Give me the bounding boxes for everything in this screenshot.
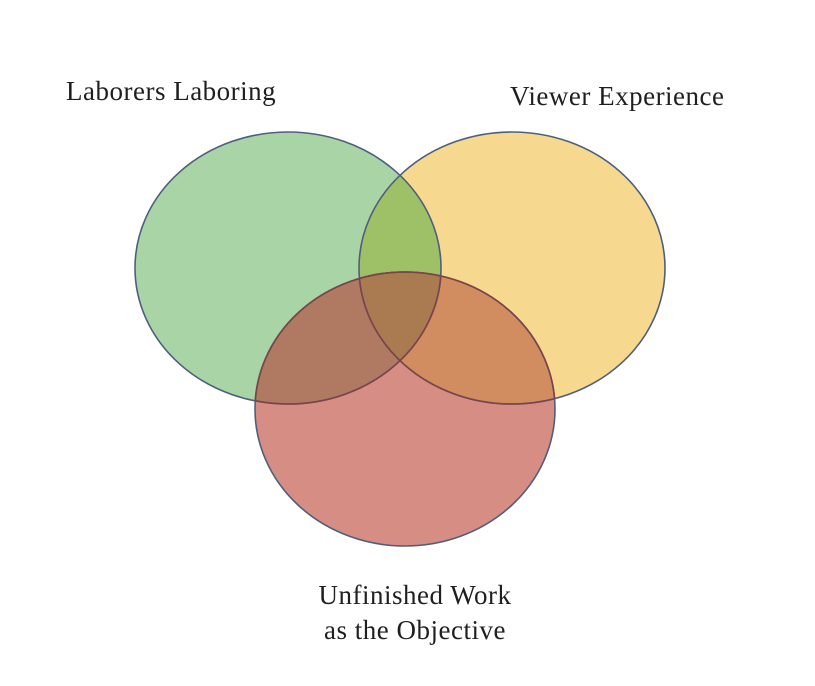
set-label-viewer-experience: Viewer Experience bbox=[510, 81, 725, 111]
set-label-unfinished-work-line2: as the Objective bbox=[324, 615, 506, 645]
set-label-unfinished-work: Unfinished Work as the Objective bbox=[255, 578, 575, 648]
set-label-unfinished-work-line1: Unfinished Work bbox=[318, 580, 512, 610]
set-label-laborers-laboring: Laborers Laboring bbox=[66, 76, 277, 106]
